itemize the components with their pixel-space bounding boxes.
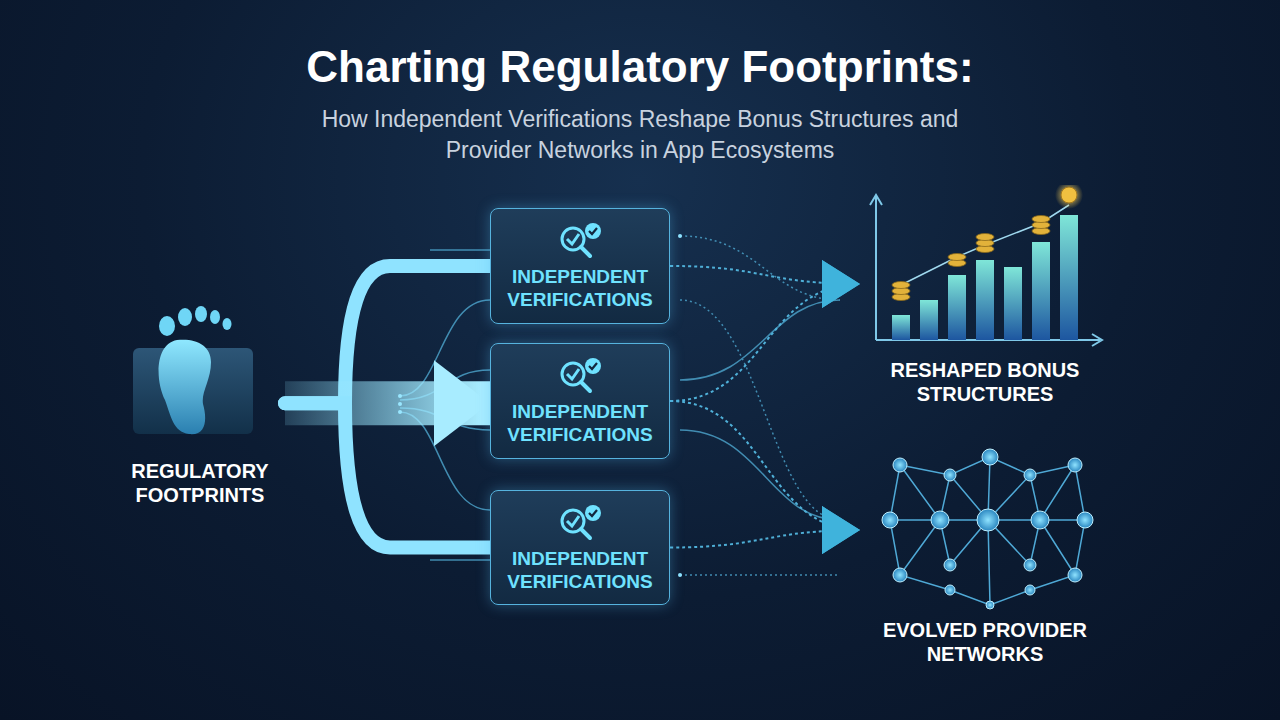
outcome-node: EVOLVED PROVIDER NETWORKS	[860, 445, 1110, 675]
flow-connector	[670, 401, 860, 530]
box-illustration	[553, 503, 607, 543]
subtitle-text: How Independent Verifications Reshape Bo…	[280, 104, 1000, 166]
process-box: INDEPENDENT VERIFICATIONS	[490, 490, 670, 605]
box-illustration	[553, 356, 607, 396]
outcome-node: RESHAPED BONUS STRUCTURES	[860, 185, 1110, 410]
source-node: REGULATORY FOOTPRINTS	[115, 300, 285, 515]
foot-illustration	[115, 300, 285, 435]
flow-connector	[670, 530, 860, 547]
net-illustration	[860, 445, 1110, 610]
node-label: RESHAPED BONUS STRUCTURES	[860, 358, 1110, 406]
process-box: INDEPENDENT VERIFICATIONS	[490, 343, 670, 459]
box-illustration	[553, 221, 607, 261]
node-label: REGULATORY FOOTPRINTS	[115, 459, 285, 507]
process-box: INDEPENDENT VERIFICATIONS	[490, 208, 670, 324]
flow-connector	[670, 266, 860, 284]
box-label: INDEPENDENT VERIFICATIONS	[500, 547, 660, 593]
flow-connector	[285, 266, 490, 403]
diagram-title: Charting Regulatory Footprints:	[0, 42, 1280, 92]
box-label: INDEPENDENT VERIFICATIONS	[500, 400, 660, 446]
flow-connector	[285, 381, 490, 425]
chart-illustration	[860, 185, 1110, 350]
node-label: EVOLVED PROVIDER NETWORKS	[860, 618, 1110, 666]
flow-connector	[670, 284, 860, 401]
box-label: INDEPENDENT VERIFICATIONS	[500, 265, 660, 311]
flow-connector	[285, 403, 490, 547]
